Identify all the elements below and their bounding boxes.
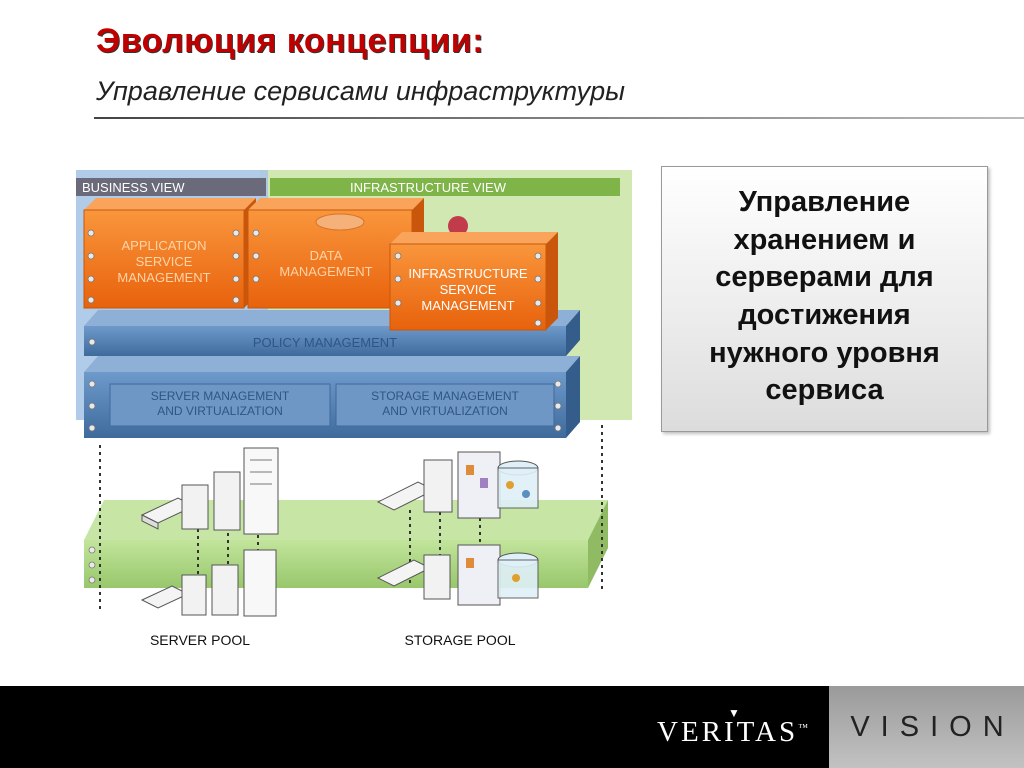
business-view-header — [76, 178, 266, 196]
data-mgmt-line2: MANAGEMENT — [279, 264, 372, 279]
policy-bar-front — [84, 326, 566, 356]
storage-mgmt-line1: STORAGE MANAGEMENT — [371, 389, 519, 403]
slide-subtitle: Управление сервисами инфраструктуры — [96, 76, 625, 106]
app-block-front — [83, 209, 245, 309]
callout-box: Управление хранением и серверами для дос… — [661, 166, 988, 432]
molecule-icon — [448, 216, 468, 236]
logo-wordmark: VERITAS™ — [657, 716, 808, 748]
app-block-top — [84, 198, 256, 210]
business-view-label: BUSINESS VIEW — [82, 180, 185, 195]
policy-mgmt-label: POLICY MANAGEMENT — [253, 335, 397, 350]
veritas-logo: ▼ VERITAS™ — [657, 706, 817, 752]
app-mgmt-line2: SERVICE — [136, 254, 193, 269]
policy-bar-side — [566, 310, 580, 356]
infrastructure-view-header — [270, 178, 620, 196]
infra-block-top — [390, 232, 558, 244]
title-divider — [94, 117, 1024, 119]
logo-star-icon: ▼ — [728, 706, 740, 720]
server-mgmt-line2: AND VIRTUALIZATION — [157, 404, 283, 418]
data-block-top — [248, 198, 424, 210]
data-mgmt-line1: DATA — [310, 248, 343, 263]
infra-block-side — [546, 232, 558, 330]
storage-pool-hardware — [376, 451, 539, 606]
infra-mgmt-line2: SERVICE — [440, 282, 497, 297]
server-mgmt-block — [109, 383, 331, 427]
server-pool-label: SERVER POOL — [150, 632, 250, 648]
database-icon — [315, 213, 365, 231]
rack-screws — [87, 229, 562, 584]
storage-mgmt-block — [335, 383, 555, 427]
storage-pool-label: STORAGE POOL — [405, 632, 516, 648]
mgmt-bar-side — [566, 356, 580, 438]
server-pool-hardware — [140, 447, 279, 617]
app-mgmt-line3: MANAGEMENT — [117, 270, 210, 285]
storage-mgmt-line2: AND VIRTUALIZATION — [382, 404, 508, 418]
footer-tagline: VISION — [850, 710, 1015, 743]
infrastructure-view-label: INFRASTRUCTURE VIEW — [350, 180, 507, 195]
infra-mgmt-line3: MANAGEMENT — [421, 298, 514, 313]
infra-mgmt-line1: INFRASTRUCTURE — [408, 266, 527, 281]
footer-bar: ▼ VERITAS™ VISION — [0, 686, 1024, 768]
server-mgmt-line1: SERVER MANAGEMENT — [151, 389, 290, 403]
app-mgmt-line1: APPLICATION — [121, 238, 206, 253]
callout-text: Управление хранением и серверами для дос… — [709, 185, 940, 407]
architecture-diagram: BUSINESS VIEW INFRASTRUCTURE VIEW SERVER… — [76, 170, 632, 648]
pool-base-side — [588, 500, 608, 588]
footer-tagline-panel: VISION — [829, 686, 1024, 768]
slide-title: Эволюция концепции: — [96, 22, 485, 60]
infra-block-front — [389, 243, 547, 331]
mgmt-bar-top — [84, 356, 580, 372]
